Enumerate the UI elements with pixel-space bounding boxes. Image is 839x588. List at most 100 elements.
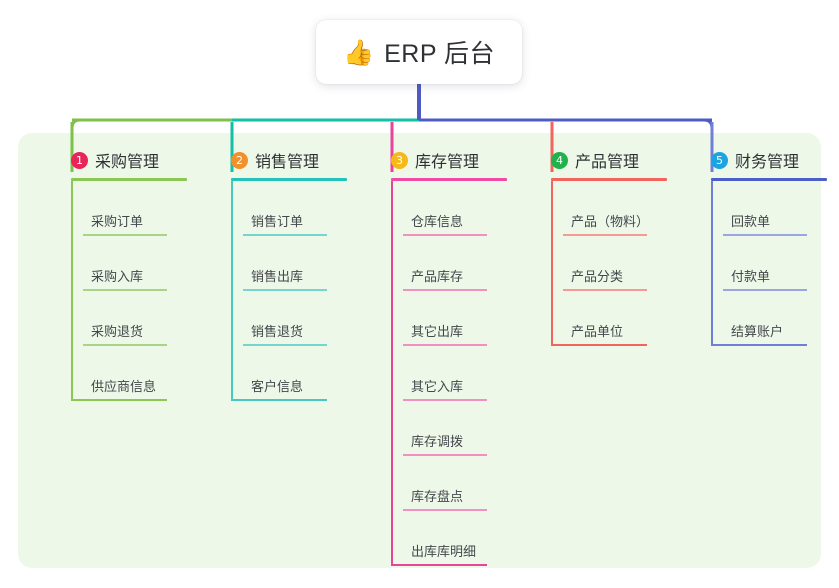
branch-item-label: 其它出库 xyxy=(411,324,464,339)
branch-item-label: 销售出库 xyxy=(251,269,304,284)
branch-item-list: 采购订单采购入库采购退货供应商信息 xyxy=(45,181,205,401)
branch-title: 库存管理 xyxy=(415,154,480,171)
branch-spine xyxy=(231,181,233,401)
branch-item-underline xyxy=(83,289,167,291)
branch-panel xyxy=(18,133,821,568)
branch-item[interactable]: 采购退货 xyxy=(45,291,205,346)
branch-item-underline xyxy=(723,289,807,291)
branch-title: 采购管理 xyxy=(95,154,160,171)
branch-index-badge: 3 xyxy=(391,151,408,169)
branch-header-underline xyxy=(711,178,827,181)
branch-header-3[interactable]: 3 库存管理 xyxy=(365,148,525,172)
root-node-title: ERP 后台 xyxy=(384,40,496,68)
branch-item[interactable]: 付款单 xyxy=(685,236,839,291)
branch-item[interactable]: 出库库明细 xyxy=(365,511,525,566)
branch-item-label: 销售订单 xyxy=(251,214,304,229)
branch-item[interactable]: 产品（物料） xyxy=(525,181,685,236)
branch-item[interactable]: 回款单 xyxy=(685,181,839,236)
branch-item[interactable]: 其它出库 xyxy=(365,291,525,346)
branch-item[interactable]: 客户信息 xyxy=(205,346,365,401)
branch-item-label: 采购订单 xyxy=(91,214,144,229)
branch-item-label: 采购入库 xyxy=(91,269,144,284)
branch-item-underline xyxy=(71,399,167,401)
branch-item-underline xyxy=(83,234,167,236)
branch-item-underline xyxy=(711,344,807,346)
branch-item[interactable]: 销售订单 xyxy=(205,181,365,236)
branch-item-list: 回款单付款单结算账户 xyxy=(685,181,839,346)
branch-index-badge: 4 xyxy=(551,151,568,169)
branch-item[interactable]: 仓库信息 xyxy=(365,181,525,236)
branch-item-underline xyxy=(403,234,487,236)
branch-header-5[interactable]: 5 财务管理 xyxy=(685,148,839,172)
branch-item-label: 结算账户 xyxy=(731,324,784,339)
branch-item-underline xyxy=(391,564,487,566)
branch-item-list: 产品（物料） 产品分类产品单位 xyxy=(525,181,685,346)
branch-item-label: 产品库存 xyxy=(411,269,464,284)
branch-title: 销售管理 xyxy=(255,154,320,171)
branch-spine xyxy=(71,181,73,401)
branch-header-2[interactable]: 2 销售管理 xyxy=(205,148,365,172)
branch-item[interactable]: 销售退货 xyxy=(205,291,365,346)
branch-item[interactable]: 其它入库 xyxy=(365,346,525,401)
branch-item-underline xyxy=(723,234,807,236)
branch-item[interactable]: 采购入库 xyxy=(45,236,205,291)
branch-item-list: 销售订单销售出库销售退货客户信息 xyxy=(205,181,365,401)
branch-item[interactable]: 库存调拨 xyxy=(365,401,525,456)
branch-item-underline xyxy=(551,344,647,346)
branch-item-label: 供应商信息 xyxy=(91,379,157,394)
branch-column-1: 1 采购管理采购订单采购入库采购退货供应商信息 xyxy=(45,148,205,401)
branch-item-underline xyxy=(403,509,487,511)
branch-column-4: 4 产品管理产品（物料） 产品分类产品单位 xyxy=(525,148,685,346)
branch-item-label: 产品分类 xyxy=(571,269,624,284)
branch-item[interactable]: 产品分类 xyxy=(525,236,685,291)
branch-item[interactable]: 产品单位 xyxy=(525,291,685,346)
branch-item[interactable]: 采购订单 xyxy=(45,181,205,236)
branch-item[interactable]: 库存盘点 xyxy=(365,456,525,511)
branch-item-label: 库存盘点 xyxy=(411,489,464,504)
branch-item-label: 出库库明细 xyxy=(411,544,477,559)
root-node[interactable]: 👍 ERP 后台 xyxy=(316,20,522,84)
branch-item-underline xyxy=(403,344,487,346)
branch-header-underline xyxy=(231,178,347,181)
branch-item-underline xyxy=(403,289,487,291)
branch-item-label: 采购退货 xyxy=(91,324,144,339)
branch-header-underline xyxy=(391,178,507,181)
branch-item-underline xyxy=(231,399,327,401)
branch-item-underline xyxy=(563,234,647,236)
branch-header-1[interactable]: 1 采购管理 xyxy=(45,148,205,172)
branch-header-underline xyxy=(71,178,187,181)
thumbs-up-icon: 👍 xyxy=(342,37,375,67)
branch-item-underline xyxy=(243,234,327,236)
branch-item-label: 销售退货 xyxy=(251,324,304,339)
branch-item-label: 回款单 xyxy=(731,214,771,229)
branch-column-3: 3 库存管理仓库信息产品库存其它出库其它入库库存调拨库存盘点出库库明细 xyxy=(365,148,525,566)
branch-item-underline xyxy=(243,289,327,291)
branch-item-underline xyxy=(403,399,487,401)
branch-item-label: 产品单位 xyxy=(571,324,624,339)
branch-header-4[interactable]: 4 产品管理 xyxy=(525,148,685,172)
branch-spine xyxy=(711,181,713,346)
branch-item-label: 仓库信息 xyxy=(411,214,464,229)
branch-item-underline xyxy=(563,289,647,291)
branch-item[interactable]: 销售出库 xyxy=(205,236,365,291)
branch-header-underline xyxy=(551,178,667,181)
branch-item-list: 仓库信息产品库存其它出库其它入库库存调拨库存盘点出库库明细 xyxy=(365,181,525,566)
branch-spine xyxy=(391,181,393,566)
branch-spine xyxy=(551,181,553,346)
branch-title: 财务管理 xyxy=(735,154,800,171)
branch-item-underline xyxy=(403,454,487,456)
branch-item[interactable]: 供应商信息 xyxy=(45,346,205,401)
branch-item-label: 其它入库 xyxy=(411,379,464,394)
branch-item-label: 付款单 xyxy=(731,269,771,284)
branch-item[interactable]: 结算账户 xyxy=(685,291,839,346)
branch-item-label: 客户信息 xyxy=(251,379,304,394)
branch-column-5: 5 财务管理回款单付款单结算账户 xyxy=(685,148,839,346)
branch-item-label: 库存调拨 xyxy=(411,434,464,449)
branch-item[interactable]: 产品库存 xyxy=(365,236,525,291)
branch-column-2: 2 销售管理销售订单销售出库销售退货客户信息 xyxy=(205,148,365,401)
branch-index-badge: 2 xyxy=(231,151,248,169)
branch-index-badge: 5 xyxy=(711,151,728,169)
branch-index-badge: 1 xyxy=(71,151,88,169)
branch-title: 产品管理 xyxy=(575,154,640,171)
